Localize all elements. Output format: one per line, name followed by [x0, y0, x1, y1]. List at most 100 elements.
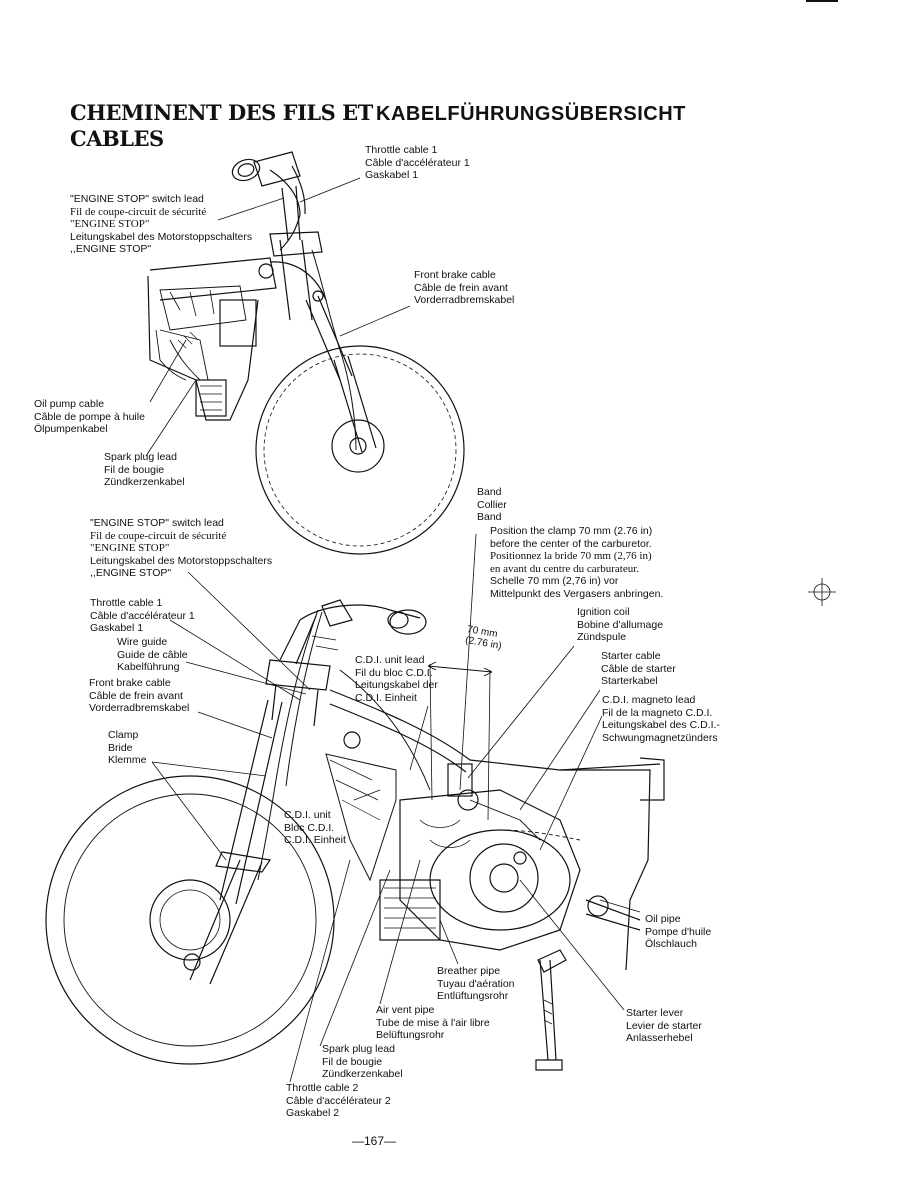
label-line: Fil du bloc C.D.I. — [355, 666, 433, 679]
label-line: Fil de coupe-circuit de sécurité — [90, 529, 227, 542]
label-line: Leitungskabel des Motorstoppschalters — [90, 554, 273, 567]
label-wire-guide: Wire guide Guide de câble Kabelführung — [117, 636, 188, 674]
label-line: Throttle cable 1 — [90, 597, 163, 609]
label-line: C.D.I. unit — [284, 809, 331, 821]
leader-wire-guide — [185, 661, 307, 695]
label-line: Throttle cable 2 — [286, 1082, 359, 1094]
label-ignition-coil: Ignition coil Bobine d'allumage Zündspul… — [577, 606, 663, 644]
label-line: Zündspule — [577, 631, 627, 643]
label-oil-pipe: Oil pipe Pompe d'huile Ölschlauch — [645, 913, 711, 951]
label-line: Spark plug lead — [322, 1043, 395, 1055]
label-line: Zündkerzenkabel — [104, 476, 185, 488]
heading-french: CHEMINENT DES FILS ET CABLES — [70, 100, 373, 152]
label-line: "ENGINE STOP" — [70, 218, 150, 230]
label-line: Leitungskabel des Motorstoppschalters — [70, 230, 253, 243]
leader-starter-lever — [519, 879, 625, 1011]
label-line: Tube de mise à l'air libre — [376, 1016, 490, 1029]
label-air-vent-pipe: Air vent pipe Tube de mise à l'air libre… — [376, 1004, 490, 1042]
label-band-note: Position the clamp 70 mm (2.76 in) befor… — [490, 525, 663, 600]
label-line: Ignition coil — [577, 606, 630, 618]
label-line: Fil de bougie — [104, 463, 165, 476]
leader-spark-plug-top — [145, 379, 197, 457]
label-line: Leitungskabel der — [355, 679, 438, 691]
label-line: Câble d'accélérateur 2 — [286, 1094, 391, 1107]
label-line: "ENGINE STOP" switch lead — [90, 517, 224, 529]
leader-band — [459, 533, 477, 791]
leader-spark-plug-bottom — [319, 869, 391, 1047]
label-throttle-cable-2: Throttle cable 2 Câble d'accélérateur 2 … — [286, 1082, 391, 1120]
top-handlebar-grip — [231, 151, 306, 251]
label-line: Starter cable — [601, 650, 661, 662]
leader-engine-stop-bottom — [187, 571, 311, 691]
leader-oil-pipe — [599, 899, 641, 913]
label-line: Gaskabel 2 — [286, 1107, 340, 1119]
label-line: Bloc C.D.I. — [284, 821, 335, 834]
leader-cdi-unit-lead — [409, 705, 429, 771]
label-line: Mittelpunkt des Vergasers anbringen. — [490, 587, 664, 600]
label-line: Câble d'accélérateur 1 — [365, 156, 470, 169]
label-line: Band — [477, 511, 502, 523]
label-throttle-cable-1-bottom: Throttle cable 1 Câble d'accélérateur 1 … — [90, 597, 195, 635]
label-line: "ENGINE STOP" — [90, 542, 170, 554]
label-line: Pompe d'huile — [645, 925, 712, 938]
label-spark-plug-lead-top: Spark plug lead Fil de bougie Zündkerzen… — [104, 451, 185, 489]
kickstand — [535, 949, 567, 1071]
label-line: C.D.I. unit lead — [355, 654, 425, 666]
label-line: Kabelführung — [117, 661, 180, 673]
label-line: Câble de frein avant — [414, 281, 508, 294]
label-line: Clamp — [108, 729, 139, 741]
leader-clamp — [151, 761, 267, 861]
label-line: Câble de starter — [601, 662, 676, 675]
leader-throttle-cable-2 — [289, 859, 351, 1083]
label-oil-pump-cable: Oil pump cable Câble de pompe à huile Öl… — [34, 398, 145, 436]
label-line: Front brake cable — [89, 677, 171, 689]
label-line: Air vent pipe — [376, 1004, 435, 1016]
label-cdi-magneto-lead: C.D.I. magneto lead Fil de la magneto C.… — [602, 694, 720, 744]
label-cdi-unit: C.D.I. unit Bloc C.D.I. C.D.I. Einheit — [284, 809, 346, 847]
leader-starter-cable — [519, 689, 601, 811]
label-front-brake-cable-top: Front brake cable Câble de frein avant V… — [414, 269, 514, 307]
label-line: C.D.I. Einheit — [355, 691, 417, 704]
label-throttle-cable-1-top: Throttle cable 1 Câble d'accélérateur 1 … — [365, 144, 470, 182]
label-line: Starterkabel — [601, 675, 658, 687]
label-line: Breather pipe — [437, 965, 501, 977]
label-engine-stop-bottom: "ENGINE STOP" switch lead Fil de coupe-c… — [90, 517, 272, 580]
page-number: —167— — [352, 1134, 397, 1148]
label-line: Fil de bougie — [322, 1055, 383, 1068]
label-line: Oil pump cable — [34, 398, 105, 410]
label-line: Throttle cable 1 — [365, 144, 438, 156]
label-line: Zündkerzenkabel — [322, 1068, 403, 1080]
label-engine-stop-top: "ENGINE STOP" switch lead Fil de coupe-c… — [70, 193, 252, 256]
label-spark-plug-lead-bottom: Spark plug lead Fil de bougie Zündkerzen… — [322, 1043, 403, 1081]
label-line: Oil pipe — [645, 913, 681, 925]
label-line: ,,ENGINE STOP" — [90, 567, 172, 579]
label-line: C.D.I. Einheit — [284, 834, 346, 846]
heading-german: KABELFÜHRUNGSÜBERSICHT — [376, 103, 686, 125]
leader-cdi-unit — [353, 789, 381, 801]
top-front-wheel — [255, 345, 465, 555]
label-line: Vorderradbremskabel — [414, 294, 515, 306]
heading-french-line-2: CABLES — [70, 126, 164, 151]
label-line: before the center of the carburetor. — [490, 537, 652, 550]
label-line: Bobine d'allumage — [577, 618, 664, 631]
heading-french-line-1: CHEMINENT DES FILS ET — [70, 100, 373, 125]
label-line: Spark plug lead — [104, 451, 177, 463]
leader-oil-pump-top — [149, 339, 187, 403]
leader-front-brake-bottom — [197, 711, 273, 739]
label-line: Tuyau d'aération — [437, 977, 515, 990]
leader-front-brake-top — [339, 305, 411, 337]
label-line: ,,ENGINE STOP" — [70, 243, 152, 255]
label-line: Klemme — [108, 754, 147, 766]
label-clamp: Clamp Bride Klemme — [108, 729, 147, 767]
top-fork — [305, 295, 353, 381]
label-line: Fil de coupe-circuit de sécurité — [70, 205, 207, 218]
label-band: Band Collier Band — [477, 486, 507, 524]
leader-engine-stop-top — [217, 197, 285, 221]
label-starter-lever: Starter lever Levier de starter Anlasser… — [626, 1007, 702, 1045]
leader-ignition-coil — [467, 645, 575, 779]
label-breather-pipe: Breather pipe Tuyau d'aération Entlüftun… — [437, 965, 515, 1003]
bottom-engine — [379, 789, 581, 951]
label-front-brake-cable-bottom: Front brake cable Câble de frein avant V… — [89, 677, 189, 715]
